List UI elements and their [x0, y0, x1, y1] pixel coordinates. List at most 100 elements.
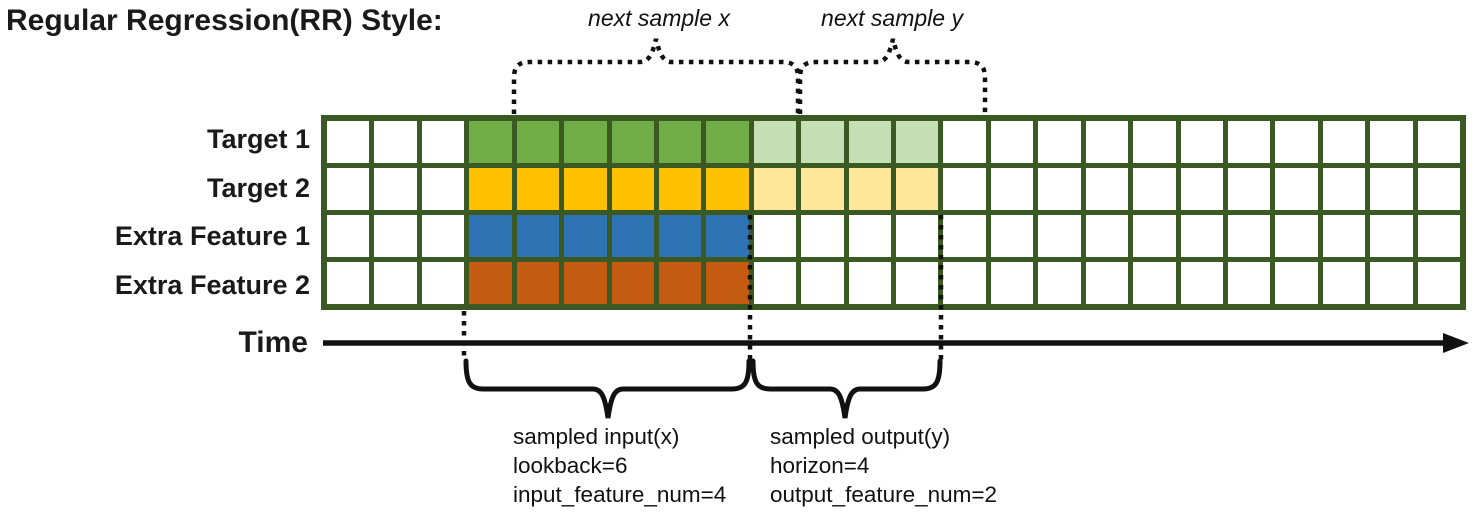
grid-cell [1370, 168, 1413, 210]
next-sample-x-brace [511, 38, 801, 114]
sample-grid [321, 115, 1466, 310]
grid-cell [421, 168, 465, 210]
grid-cell [564, 215, 607, 257]
time-axis-label: Time [238, 326, 308, 359]
grid-cell [1133, 121, 1176, 163]
row-label: Target 2 [206, 172, 310, 203]
grid-cell [848, 168, 891, 210]
grid-cell [421, 215, 465, 257]
grid-cell [1275, 262, 1318, 304]
sampled-input-line1: sampled input(x) [513, 424, 680, 449]
grid-cell [1133, 262, 1176, 304]
grid-cell [1417, 262, 1460, 304]
grid-cell [1038, 262, 1081, 304]
grid-cell [611, 168, 654, 210]
grid-cell [1180, 121, 1223, 163]
grid-cell [374, 168, 417, 210]
grid-cell [896, 121, 939, 163]
grid-cell [1038, 215, 1081, 257]
grid-cell [943, 168, 986, 210]
grid-cell [990, 262, 1034, 304]
grid-cell [1275, 215, 1318, 257]
grid-cell [1275, 121, 1318, 163]
grid-cell [943, 121, 986, 163]
grid-cell [611, 121, 654, 163]
grid-cell [706, 121, 749, 163]
grid-cell [516, 121, 560, 163]
grid-cell [564, 121, 607, 163]
grid-cell [1322, 262, 1366, 304]
grid-cell [896, 168, 939, 210]
grid-cell [1227, 215, 1271, 257]
grid-cell [848, 121, 891, 163]
sampled-input-brace [463, 358, 752, 419]
grid-cell [611, 215, 654, 257]
grid-cell [1180, 262, 1223, 304]
grid-cell [990, 215, 1034, 257]
grid-cell [1227, 168, 1271, 210]
grid-cell [1180, 168, 1223, 210]
grid-cell [611, 262, 654, 304]
grid-cell [1275, 168, 1318, 210]
grid-cell [1085, 168, 1129, 210]
grid-cell [1133, 215, 1176, 257]
grid-cell [1370, 215, 1413, 257]
row-label: Extra Feature 1 [114, 221, 310, 252]
next-sample-x-label: next sample x [588, 5, 730, 31]
grid-cell [469, 168, 512, 210]
grid-cell [1322, 121, 1366, 163]
row-label: Extra Feature 2 [114, 270, 310, 301]
grid-cell [1085, 121, 1129, 163]
sampled-output-line2: horizon=4 [770, 453, 870, 478]
sampled-input-caption: sampled input(x) lookback=6 input_featur… [513, 422, 726, 509]
grid-cell [469, 121, 512, 163]
grid-cell [516, 168, 560, 210]
grid-cell [1227, 121, 1271, 163]
grid-cell [1133, 168, 1176, 210]
grid-cell [327, 215, 370, 257]
grid-cell [706, 215, 749, 257]
grid-cell [516, 215, 560, 257]
grid-cell [848, 215, 891, 257]
grid-cell [374, 262, 417, 304]
grid-cell [327, 262, 370, 304]
grid-cell [421, 121, 465, 163]
grid-cell [801, 168, 844, 210]
grid-cell [848, 262, 891, 304]
grid-cell [374, 121, 417, 163]
sampled-output-brace [750, 358, 943, 419]
grid-cell [1417, 121, 1460, 163]
grid-cell [1370, 262, 1413, 304]
grid-cell [421, 262, 465, 304]
grid-cell [753, 168, 797, 210]
sampled-output-caption: sampled output(y) horizon=4 output_featu… [770, 422, 997, 509]
grid-cell [1038, 168, 1081, 210]
grid-cell [1322, 168, 1366, 210]
grid-cell [1085, 262, 1129, 304]
grid-cell [1370, 121, 1413, 163]
sampled-input-line3: input_feature_num=4 [513, 482, 727, 507]
grid-cell [1085, 215, 1129, 257]
grid-cell [327, 121, 370, 163]
grid-cell [564, 262, 607, 304]
sampled-output-line1: sampled output(y) [770, 424, 951, 449]
grid-cell [1417, 215, 1460, 257]
grid-cell [990, 121, 1034, 163]
grid-cell [327, 168, 370, 210]
grid-cell [374, 215, 417, 257]
grid-cell [658, 215, 702, 257]
grid-cell [469, 262, 512, 304]
grid-cell [658, 121, 702, 163]
grid-cell [1227, 262, 1271, 304]
grid-cell [943, 262, 986, 304]
grid-cell [801, 121, 844, 163]
grid-cell [516, 262, 560, 304]
next-sample-y-brace [797, 38, 988, 114]
grid-cell [469, 215, 512, 257]
grid-cell [1322, 215, 1366, 257]
sampled-output-line3: output_feature_num=2 [770, 482, 998, 507]
grid-cell [658, 262, 702, 304]
sampled-input-line2: lookback=6 [513, 453, 628, 478]
grid-cell [801, 262, 844, 304]
